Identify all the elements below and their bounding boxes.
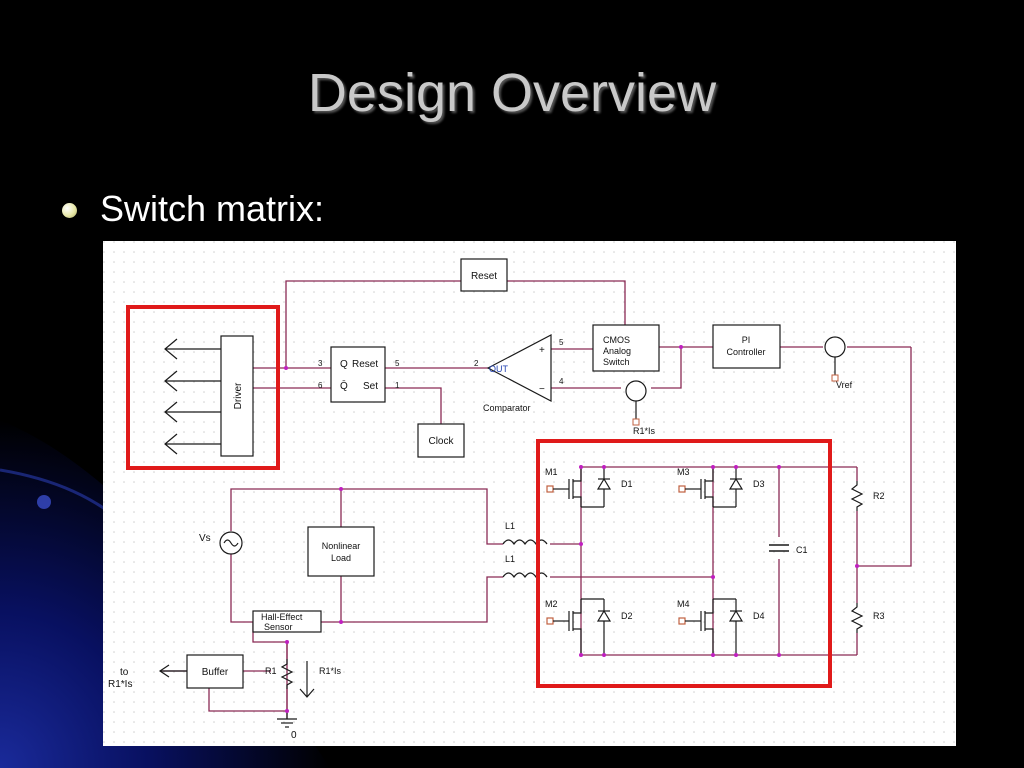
mosfet-m4: M4 xyxy=(677,599,714,655)
svg-text:Hall-Effect: Hall-Effect xyxy=(261,612,303,622)
svg-text:3: 3 xyxy=(318,359,323,368)
svg-text:PI: PI xyxy=(742,335,751,345)
junction-nodes xyxy=(284,345,859,713)
svg-text:5: 5 xyxy=(559,338,564,347)
nonlinear-load-block: Nonlinear Load xyxy=(307,526,375,577)
mosfet-m1: M1 xyxy=(545,467,582,507)
pi-controller-block: PI Controller xyxy=(712,324,781,369)
flip-flop-block: Q Reset Q̄ Set 3 6 5 1 xyxy=(318,346,400,403)
diode-d3: D3 xyxy=(713,467,765,508)
svg-text:Controller: Controller xyxy=(726,347,765,357)
wires xyxy=(160,280,912,719)
svg-text:L1: L1 xyxy=(505,554,515,564)
svg-text:Vref: Vref xyxy=(836,380,853,390)
svg-text:D1: D1 xyxy=(621,479,633,489)
svg-text:Driver: Driver xyxy=(233,382,244,409)
diode-d4: D4 xyxy=(713,598,765,655)
svg-text:to: to xyxy=(120,667,129,678)
svg-text:5: 5 xyxy=(395,359,400,368)
svg-text:OUT: OUT xyxy=(489,364,509,374)
diode-d2: D2 xyxy=(581,598,633,655)
svg-text:CMOS: CMOS xyxy=(603,335,630,345)
cmos-switch-block: CMOS Analog Switch xyxy=(592,324,660,372)
driver-highlight-box xyxy=(126,305,280,470)
vs-source: Vs xyxy=(199,531,243,555)
diode-d1: D1 xyxy=(581,467,633,508)
svg-text:+: + xyxy=(539,345,545,356)
driver-output-arrows xyxy=(164,338,221,455)
buffer-block: Buffer to R1*Is xyxy=(108,654,244,690)
svg-text:0: 0 xyxy=(291,730,297,741)
bridge-highlight-box xyxy=(536,439,832,688)
driver-block: Driver xyxy=(164,335,254,457)
svg-text:C1: C1 xyxy=(796,545,808,555)
svg-text:Vs: Vs xyxy=(199,533,211,544)
svg-text:R1: R1 xyxy=(265,666,277,676)
bullet-text: Switch matrix: xyxy=(100,188,325,229)
svg-text:Sensor: Sensor xyxy=(264,622,293,632)
mosfet-m2: M2 xyxy=(545,599,582,655)
svg-text:6: 6 xyxy=(318,381,323,390)
svg-text:Q̄: Q̄ xyxy=(340,379,348,392)
reset-block: Reset xyxy=(460,258,508,292)
svg-text:Switch: Switch xyxy=(603,357,630,367)
svg-text:−: − xyxy=(539,384,545,395)
svg-text:Comparator: Comparator xyxy=(483,403,531,413)
svg-text:R1*Is: R1*Is xyxy=(633,426,656,436)
schematic-diagram: Reset Driver Q Reset Q̄ Set 3 6 5 1 Cloc… xyxy=(103,241,956,746)
svg-text:Buffer: Buffer xyxy=(202,667,229,678)
svg-text:Clock: Clock xyxy=(428,436,454,447)
svg-text:Load: Load xyxy=(331,553,351,563)
slide-title: Design Overview xyxy=(307,63,717,123)
capacitor-c1: C1 xyxy=(769,544,808,555)
svg-text:Analog: Analog xyxy=(603,346,631,356)
clock-block: Clock xyxy=(417,423,465,458)
svg-text:L1: L1 xyxy=(505,521,515,531)
svg-text:2: 2 xyxy=(474,359,479,368)
svg-text:Reset: Reset xyxy=(352,359,378,370)
hall-effect-sensor-block: Hall-Effect Sensor xyxy=(252,610,322,633)
svg-text:Reset: Reset xyxy=(471,271,497,282)
svg-text:M1: M1 xyxy=(545,467,558,477)
svg-text:Nonlinear: Nonlinear xyxy=(322,541,361,551)
comparator-symbol: OUT + − 2 5 4 Comparator xyxy=(474,334,564,413)
svg-text:R1*Is: R1*Is xyxy=(319,666,342,676)
svg-text:D4: D4 xyxy=(753,611,765,621)
svg-text:Set: Set xyxy=(363,381,378,392)
svg-text:R2: R2 xyxy=(873,491,885,501)
svg-text:M3: M3 xyxy=(677,467,690,477)
svg-text:4: 4 xyxy=(559,377,564,386)
resistor-r1: R1 R1*Is xyxy=(265,659,342,698)
svg-text:R1*Is: R1*Is xyxy=(108,679,132,690)
bullet-dot-icon xyxy=(62,203,77,218)
svg-text:M4: M4 xyxy=(677,599,690,609)
svg-text:R3: R3 xyxy=(873,611,885,621)
subtractor-node-1: R1*Is xyxy=(625,380,656,436)
svg-text:D2: D2 xyxy=(621,611,633,621)
resistor-r2: R2 xyxy=(850,481,885,511)
subtractor-node-2: Vref xyxy=(824,336,853,390)
mosfet-m3: M3 xyxy=(677,467,714,507)
resistor-r3: R3 xyxy=(850,603,885,633)
svg-text:D3: D3 xyxy=(753,479,765,489)
svg-text:Q: Q xyxy=(340,359,348,370)
svg-text:M2: M2 xyxy=(545,599,558,609)
svg-text:1: 1 xyxy=(395,381,400,390)
